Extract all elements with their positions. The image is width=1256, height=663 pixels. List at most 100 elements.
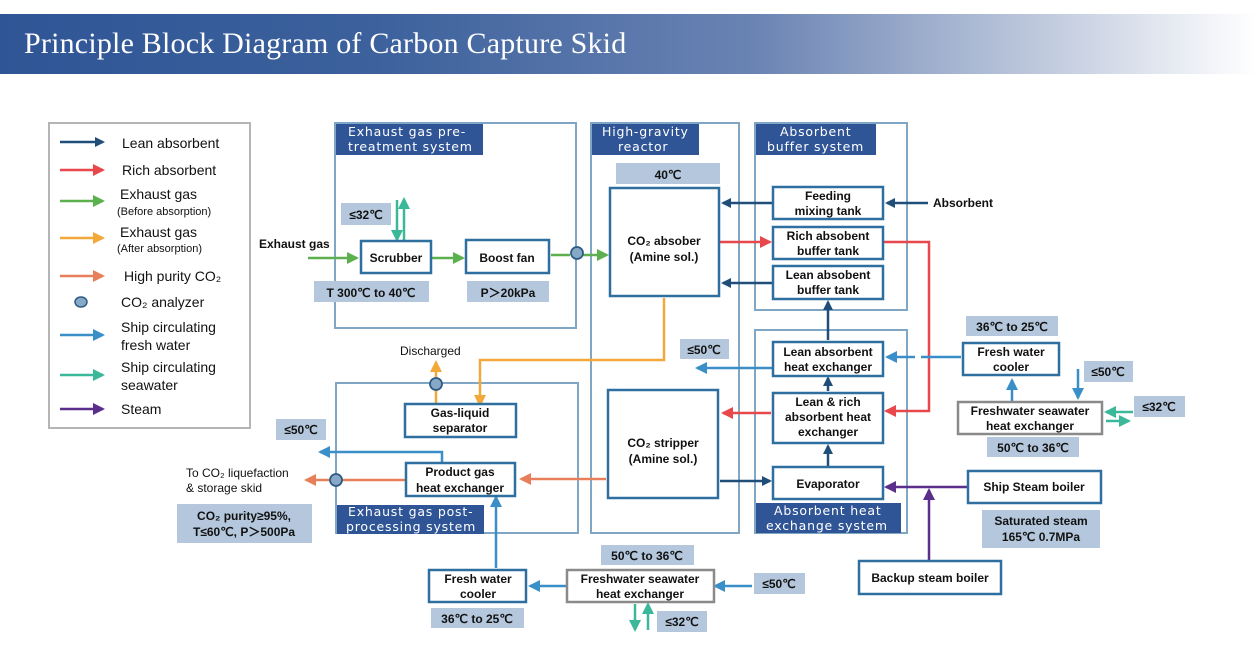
note-text: ≤50℃ — [762, 577, 795, 591]
block-fresh-water-cooler-bottom — [427, 568, 528, 604]
legend-label: Exhaust gas — [120, 224, 197, 240]
legend-item-seawater: Ship circulating seawater — [60, 359, 216, 393]
block-fw-sw-hx-bottom — [565, 568, 716, 604]
legend-item-fresh-water: Ship circulating fresh water — [60, 319, 216, 353]
system-label: buffer system — [767, 139, 864, 154]
block-label: absorbent heat — [785, 410, 871, 424]
legend-label: Lean absorbent — [122, 135, 219, 151]
block-label: separator — [433, 421, 488, 435]
block-label: Boost fan — [479, 251, 534, 265]
block-lean-buffer — [771, 264, 885, 301]
absorbent-inlet-label: Absorbent — [933, 196, 993, 210]
legend-label: Rich absorbent — [122, 162, 216, 178]
co2-analyzer-icon — [429, 377, 443, 391]
legend-item-rich-absorbent: Rich absorbent — [60, 162, 216, 178]
co2-analyzer-icon — [329, 473, 343, 487]
note-cooler-right-temp — [966, 316, 1058, 336]
note-product-hx-out — [276, 419, 326, 440]
co2-destination-label: To CO₂ liquefaction — [186, 466, 289, 480]
block-label: Freshwater seawater — [971, 404, 1090, 418]
flow-absorber-to-separator — [474, 298, 666, 407]
block-label: Freshwater seawater — [581, 572, 700, 586]
block-label: heat exchanger — [986, 419, 1074, 433]
legend-label: CO₂ analyzer — [121, 294, 205, 310]
block-label: mixing tank — [795, 204, 862, 218]
note-text: 50℃ to 36℃ — [997, 441, 1069, 455]
legend-item-exhaust-after: Exhaust gas (After absorption) — [60, 224, 202, 255]
legend-item-co2-analyzer: CO₂ analyzer — [74, 294, 205, 310]
discharged-label: Discharged — [400, 344, 461, 358]
block-label: Gas-liquid — [431, 406, 490, 420]
title-banner: Principle Block Diagram of Carbon Captur… — [0, 14, 1256, 74]
note-cooler-bottom-temp — [431, 608, 524, 628]
legend-label: High purity CO₂ — [124, 268, 221, 284]
note-scrubber-temp — [314, 281, 429, 302]
system-postprocessing: Exhaust gas post- processing system — [335, 382, 579, 534]
block-scrubber — [359, 239, 433, 275]
system-label: Absorbent — [780, 124, 851, 139]
note-lean-hx-out — [680, 339, 729, 359]
page-title: Principle Block Diagram of Carbon Captur… — [24, 27, 627, 60]
legend-label: Steam — [121, 401, 161, 417]
block-label: Lean absobent — [786, 268, 871, 282]
block-lean-rich-hx — [771, 391, 885, 445]
block-evaporator — [771, 465, 885, 501]
note-text: ≤50℃ — [687, 343, 720, 357]
note-hx-bottom-in — [754, 573, 805, 594]
block-stripper — [606, 388, 720, 500]
legend-sublabel: (Before absorption) — [117, 206, 211, 218]
system-heat-exchange: Absorbent heat exchange system — [754, 329, 908, 534]
block-ship-steam-boiler — [966, 469, 1103, 505]
note-text: T 300℃ to 40℃ — [327, 286, 416, 300]
note-text: 36℃ to 25℃ — [441, 612, 513, 626]
note-scrubber-water — [341, 203, 391, 225]
note-absorber-temp — [616, 163, 720, 184]
block-label: Backup steam boiler — [871, 571, 989, 585]
block-lean-hx — [771, 340, 885, 378]
system-label: Absorbent heat — [774, 503, 882, 518]
system-label: exchange system — [766, 518, 888, 533]
note-hx-bottom-temp — [601, 545, 694, 565]
note-fan-pressure — [467, 281, 549, 302]
note-text: Saturated steam — [994, 514, 1087, 528]
note-text: ≤32℃ — [665, 615, 698, 629]
block-label: (Amine sol.) — [630, 250, 699, 264]
note-text: ≤32℃ — [349, 208, 382, 222]
block-label: Product gas — [425, 465, 495, 479]
note-hx-bottom-sea — [657, 611, 707, 632]
block-label: Lean absorbent — [783, 345, 872, 359]
system-label: Exhaust gas pre- — [348, 124, 466, 139]
note-text: 40℃ — [655, 168, 682, 182]
system-label: processing system — [346, 519, 476, 534]
block-label: Rich absobent — [787, 229, 870, 243]
block-fw-sw-hx-right — [956, 400, 1104, 436]
note-text: ≤32℃ — [1142, 400, 1175, 414]
block-label: cooler — [460, 587, 496, 601]
block-fresh-water-cooler-right — [961, 341, 1061, 377]
note-text: 165℃ 0.7MPa — [1002, 530, 1081, 544]
block-label: Fresh water — [444, 572, 512, 586]
block-label: heat exchanger — [596, 587, 684, 601]
block-label: heat exchanger — [784, 360, 872, 374]
legend-label: Exhaust gas — [120, 186, 197, 202]
block-label: CO₂ absober — [627, 234, 701, 248]
block-product-gas-hx — [404, 461, 517, 498]
legend-label: Ship circulating — [121, 319, 216, 335]
block-backup-steam-boiler — [857, 559, 1003, 596]
system-reactor: High-gravity reactor — [590, 122, 740, 534]
system-label: Exhaust gas post- — [348, 504, 473, 519]
block-label: Feeding — [805, 189, 851, 203]
block-absorber — [608, 186, 721, 298]
legend-item-high-purity-co2: High purity CO₂ — [60, 268, 221, 284]
flow-product-hx-water-out — [318, 446, 444, 462]
flow-rich-buffer-to-hx — [884, 240, 931, 417]
legend-item-exhaust-before: Exhaust gas (Before absorption) — [60, 186, 211, 218]
note-text: 36℃ to 25℃ — [976, 320, 1048, 334]
block-label: CO₂ stripper — [627, 436, 699, 450]
note-text: T≤60℃, P＞500Pa — [193, 525, 295, 539]
block-rich-buffer — [771, 225, 885, 261]
legend: Lean absorbent Rich absorbent Exhaust ga… — [48, 122, 251, 429]
co2-analyzer-icon — [570, 246, 584, 260]
note-text: ≤50℃ — [284, 423, 317, 437]
note-steam-spec — [982, 510, 1100, 548]
